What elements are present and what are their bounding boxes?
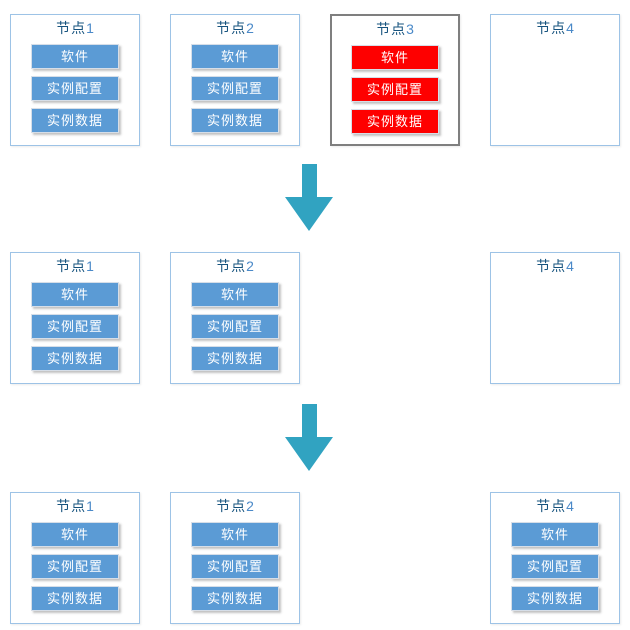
- instance-config-box: 实例配置: [191, 554, 279, 579]
- instance-data-box: 实例数据: [191, 586, 279, 611]
- node-title-text: 节点: [216, 498, 247, 514]
- node-title: 节点1: [11, 18, 139, 38]
- software-box: 软件: [351, 45, 439, 70]
- stage1-node-2: 节点2 软件 实例配置 实例数据: [170, 14, 300, 146]
- node-title-number: 4: [566, 498, 574, 514]
- instance-config-box: 实例配置: [31, 314, 119, 339]
- node-title-text: 节点: [216, 258, 247, 274]
- node-title-text: 节点: [536, 20, 567, 36]
- node-title-number: 4: [566, 258, 574, 274]
- stage2-node-1: 节点1 软件 实例配置 实例数据: [10, 252, 140, 384]
- node-title-text: 节点: [536, 498, 567, 514]
- node-boxes: 软件 实例配置 实例数据: [11, 44, 139, 133]
- stage1-node-4-empty: 节点4: [490, 14, 620, 146]
- node-title-number: 2: [246, 498, 254, 514]
- software-box: 软件: [191, 522, 279, 547]
- instance-config-box: 实例配置: [31, 76, 119, 101]
- node-boxes: 软件 实例配置 实例数据: [171, 44, 299, 133]
- node-boxes: 软件 实例配置 实例数据: [332, 45, 458, 134]
- node-title: 节点4: [491, 256, 619, 276]
- node-title: 节点4: [491, 496, 619, 516]
- instance-data-box: 实例数据: [351, 109, 439, 134]
- node-boxes: 软件 实例配置 实例数据: [171, 282, 299, 371]
- stage1-node-1: 节点1 软件 实例配置 实例数据: [10, 14, 140, 146]
- node-title: 节点2: [171, 256, 299, 276]
- instance-config-box: 实例配置: [191, 76, 279, 101]
- software-box: 软件: [191, 282, 279, 307]
- instance-data-box: 实例数据: [511, 586, 599, 611]
- software-box: 软件: [511, 522, 599, 547]
- node-title-text: 节点: [56, 498, 87, 514]
- instance-config-box: 实例配置: [351, 77, 439, 102]
- node-title: 节点2: [171, 18, 299, 38]
- node-boxes: 软件 实例配置 实例数据: [11, 282, 139, 371]
- node-title: 节点1: [11, 256, 139, 276]
- software-box: 软件: [31, 522, 119, 547]
- software-box: 软件: [191, 44, 279, 69]
- stage2-node-4-empty: 节点4: [490, 252, 620, 384]
- node-title-number: 4: [566, 20, 574, 36]
- stage2-node-2: 节点2 软件 实例配置 实例数据: [170, 252, 300, 384]
- node-title-text: 节点: [56, 20, 87, 36]
- software-box: 软件: [31, 44, 119, 69]
- node-title-text: 节点: [216, 20, 247, 36]
- node-title-number: 3: [406, 21, 414, 37]
- node-title-text: 节点: [56, 258, 87, 274]
- node-title: 节点2: [171, 496, 299, 516]
- node-boxes: 软件 实例配置 实例数据: [171, 522, 299, 611]
- instance-data-box: 实例数据: [31, 586, 119, 611]
- node-title-number: 2: [246, 258, 254, 274]
- instance-data-box: 实例数据: [31, 108, 119, 133]
- software-box: 软件: [31, 282, 119, 307]
- down-arrow-icon: [285, 404, 333, 471]
- instance-config-box: 实例配置: [511, 554, 599, 579]
- node-title-number: 2: [246, 20, 254, 36]
- node-title-text: 节点: [536, 258, 567, 274]
- node-title-number: 1: [86, 498, 94, 514]
- stage3-node-2: 节点2 软件 实例配置 实例数据: [170, 492, 300, 624]
- stage3-node-1: 节点1 软件 实例配置 实例数据: [10, 492, 140, 624]
- down-arrow-icon: [285, 164, 333, 231]
- instance-config-box: 实例配置: [31, 554, 119, 579]
- node-title-number: 1: [86, 258, 94, 274]
- instance-data-box: 实例数据: [191, 346, 279, 371]
- instance-data-box: 实例数据: [191, 108, 279, 133]
- node-title-number: 1: [86, 20, 94, 36]
- node-title: 节点3: [332, 19, 458, 39]
- instance-config-box: 实例配置: [191, 314, 279, 339]
- node-boxes: 软件 实例配置 实例数据: [11, 522, 139, 611]
- node-title: 节点1: [11, 496, 139, 516]
- node-title-text: 节点: [376, 21, 407, 37]
- node-title: 节点4: [491, 18, 619, 38]
- stage1-node-3-failed: 节点3 软件 实例配置 实例数据: [330, 14, 460, 146]
- stage3-node-4: 节点4 软件 实例配置 实例数据: [490, 492, 620, 624]
- instance-data-box: 实例数据: [31, 346, 119, 371]
- node-boxes: 软件 实例配置 实例数据: [491, 522, 619, 611]
